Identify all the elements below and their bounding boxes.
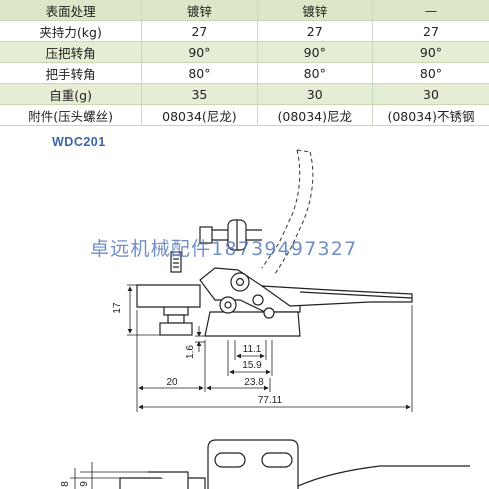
table-cell: — (372, 0, 489, 21)
watermark: 卓远机械配件18739497327 (90, 238, 358, 260)
dimension-77-11-label: 77.11 (258, 395, 283, 406)
spindle-screw (199, 219, 262, 251)
table-cell: 90° (141, 41, 258, 63)
dimension-17-label: 17 (112, 302, 123, 314)
table-cell: 27 (257, 20, 373, 42)
table-cell: 镀锌 (141, 0, 258, 21)
clamp-body (136, 267, 301, 337)
dimension-17 (127, 284, 160, 336)
clamp-handle (259, 285, 413, 307)
clamp-top-view-partial (119, 439, 470, 489)
table-row: 自重(g) 35 30 30 (0, 83, 489, 105)
dimension-23-8-label: 23.8 (244, 377, 264, 388)
table-cell: 35 (141, 83, 258, 105)
row-label-handle-angle: 把手转角 (0, 62, 143, 84)
table-cell: 90° (257, 41, 373, 63)
row-label-bar-angle: 压把转角 (0, 41, 143, 63)
dimension-11-1-label: 11.1 (243, 344, 262, 355)
dimension-9-label: 9 (79, 481, 90, 487)
row-label-clamp-force: 夹持力(kg) (0, 20, 143, 42)
dimension-20-label: 20 (166, 377, 178, 388)
dimension-15-9 (227, 340, 273, 376)
table-cell: 80° (141, 62, 258, 84)
dimension-1-6-label: 1.6 (185, 345, 196, 359)
table-row: 把手转角 80° 80° 80° (0, 62, 489, 84)
pressure-spindle (159, 251, 193, 336)
row-label-surface: 表面处理 (0, 0, 143, 21)
table-cell: (08034)尼龙 (257, 104, 373, 126)
row-label-weight: 自重(g) (0, 83, 143, 105)
table-cell: 08034(尼龙) (141, 104, 258, 126)
table-cell: 30 (372, 83, 489, 105)
dimension-8-9 (70, 462, 148, 489)
table-row: 压把转角 90° 90° 90° (0, 41, 489, 63)
table-cell: 80° (372, 62, 489, 84)
dimension-8-label: 8 (60, 481, 71, 487)
dimension-15-9-label: 15.9 (242, 360, 262, 371)
dimension-77-11 (138, 305, 413, 412)
spec-table: 表面处理 镀锌 镀锌 — 夹持力(kg) 27 27 27 压把转角 90° 9… (0, 0, 489, 126)
dimension-11-1 (234, 340, 267, 360)
table-cell: 30 (257, 83, 373, 105)
table-row: 夹持力(kg) 27 27 27 (0, 20, 489, 42)
handle-open-dashed (261, 149, 314, 275)
table-row: 附件(压头螺丝) 08034(尼龙) (08034)尼龙 (08034)不锈钢 (0, 104, 489, 126)
dimension-20-23-8 (136, 310, 271, 412)
dimension-1-6 (195, 326, 205, 352)
model-label: WDC201 (52, 135, 106, 149)
table-cell: 镀锌 (257, 0, 373, 21)
row-label-accessory: 附件(压头螺丝) (0, 104, 143, 126)
table-cell: (08034)不锈钢 (372, 104, 489, 126)
table-cell: 80° (257, 62, 373, 84)
table-cell: 27 (372, 20, 489, 42)
table-cell: 90° (372, 41, 489, 63)
table-row: 表面处理 镀锌 镀锌 — (0, 0, 489, 21)
table-cell: 27 (141, 20, 258, 42)
